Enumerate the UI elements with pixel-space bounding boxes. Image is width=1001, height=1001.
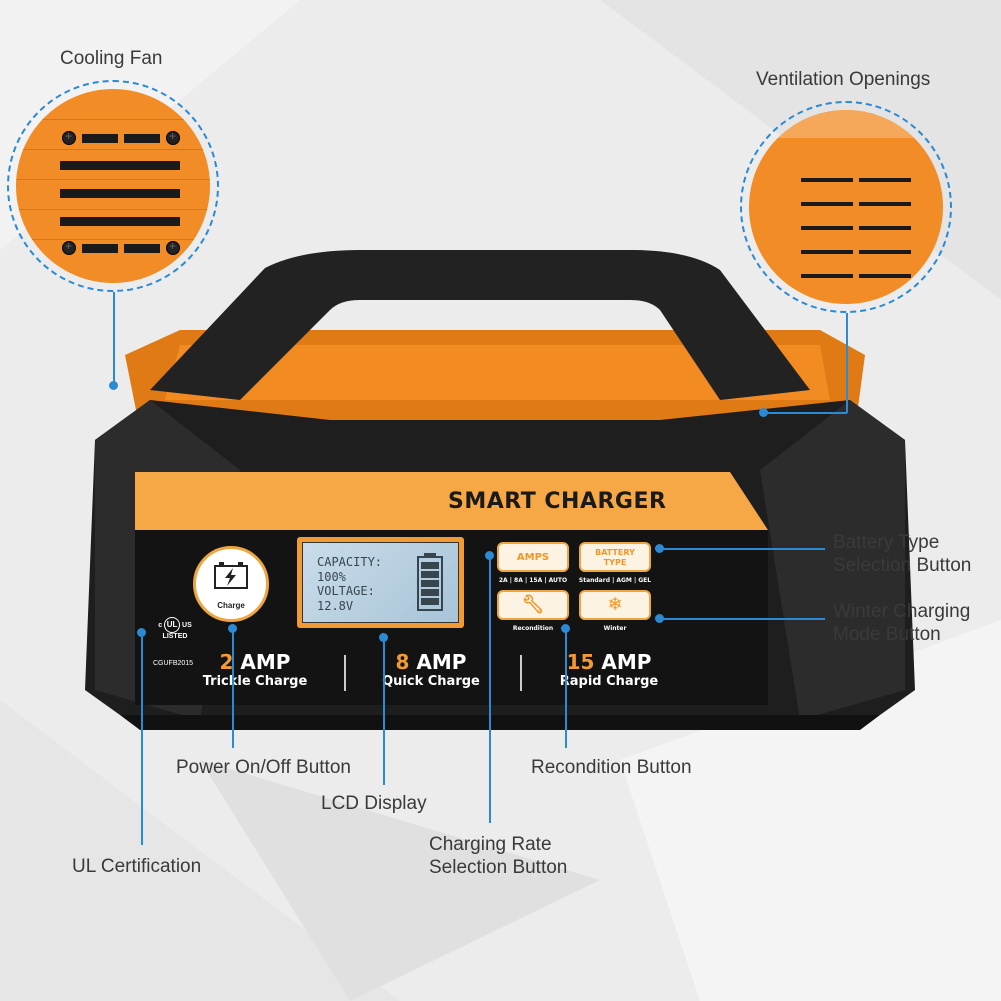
battery-type-options: Standard | AGM | GEL (578, 577, 652, 584)
callout-dot (109, 381, 118, 390)
lcd-display: CAPACITY: 100% VOLTAGE: 12.8V (297, 537, 464, 628)
battery-charge-icon (214, 562, 248, 589)
lcd-capacity-label: CAPACITY: (317, 555, 383, 569)
divider (520, 655, 522, 691)
callout-cooling-fan: Cooling Fan (60, 48, 163, 69)
battery-level-icon (417, 553, 443, 611)
amps-options: 2A | 8A | 15A | AUTO (498, 577, 568, 584)
mode-2-amp: 2 AMP Trickle Charge (202, 650, 308, 689)
wrench-icon: 🔧︎ (521, 594, 545, 615)
callout-lcd: LCD Display (321, 793, 427, 814)
callout-dot (655, 544, 664, 553)
cooling-fan-detail (7, 80, 219, 292)
ul-certification-mark: c UL US LISTED (150, 617, 200, 640)
battery-type-button[interactable]: BATTERY TYPE (579, 542, 651, 572)
callout-ventilation: Ventilation Openings (756, 69, 931, 90)
callout-dot (759, 408, 768, 417)
divider (344, 655, 346, 691)
ventilation-detail (740, 101, 952, 313)
callout-winter: Winter Charging Mode Button (833, 601, 971, 645)
snowflake-icon: ❄ (607, 594, 623, 615)
winter-label: Winter (603, 625, 627, 632)
lcd-voltage-value: 12.8V (317, 598, 354, 613)
ul-code: CGUFB2015 (153, 660, 194, 667)
mode-15-amp: 15 AMP Rapid Charge (559, 650, 659, 689)
lcd-voltage-label: VOLTAGE: (317, 584, 375, 598)
winter-button[interactable]: ❄ (579, 590, 651, 620)
brand-strip-text: SMART CHARGER (448, 489, 667, 514)
callout-battery-type: Battery Type Selection Button (833, 532, 972, 576)
mode-8-amp: 8 AMP Quick Charge (382, 650, 480, 689)
callout-dot (655, 614, 664, 623)
lcd-capacity-value: 100% (317, 569, 346, 584)
callout-ul: UL Certification (72, 856, 202, 877)
power-button[interactable]: Charge (193, 546, 269, 622)
callout-power: Power On/Off Button (176, 757, 351, 778)
amps-button[interactable]: AMPS (497, 542, 569, 572)
power-button-label: Charge (217, 601, 245, 610)
callout-recondition: Recondition Button (531, 757, 692, 778)
callout-charging-rate: Charging Rate Selection Button (429, 834, 568, 878)
recondition-label: Recondition (512, 625, 554, 632)
recondition-button[interactable]: 🔧︎ (497, 590, 569, 620)
